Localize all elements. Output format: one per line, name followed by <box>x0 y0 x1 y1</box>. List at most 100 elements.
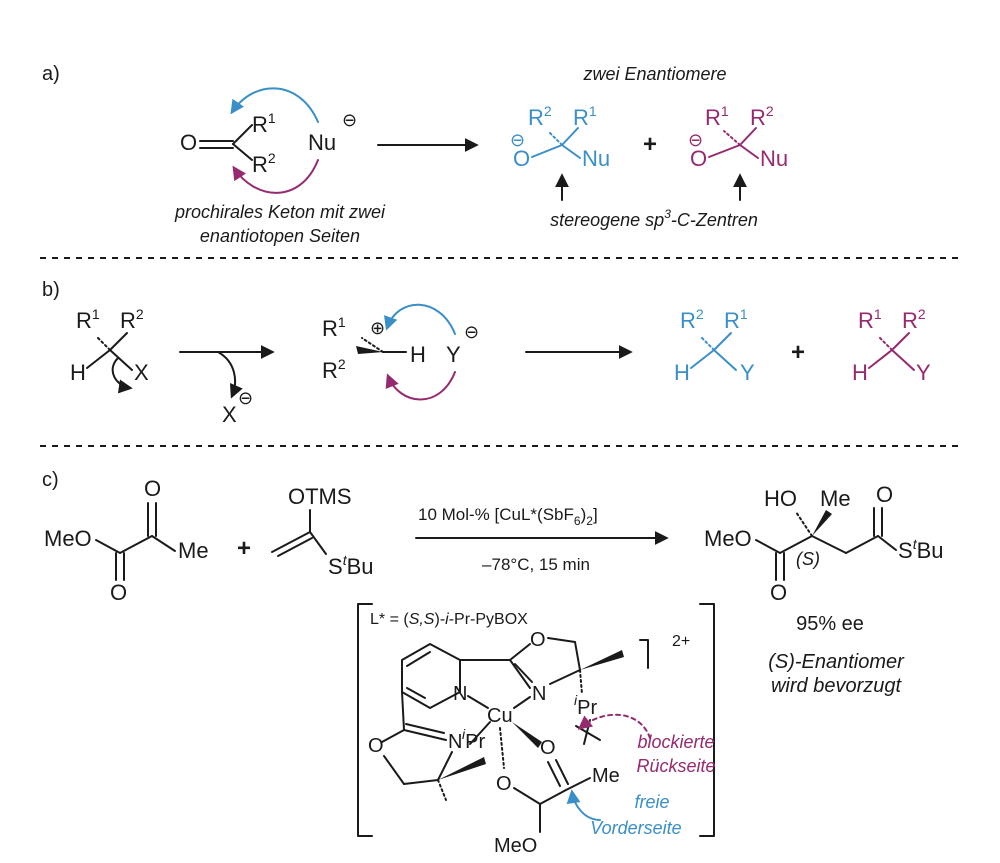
svg-text:R1: R1 <box>858 306 882 333</box>
blocked-face-arrow <box>577 713 651 739</box>
product-blue-enantiomer: R2 R1 ⊖ O Nu <box>510 103 610 171</box>
bottom-face-attack-arrow <box>232 159 319 194</box>
ketone-caption-line2: enantiotopen Seiten <box>200 226 360 246</box>
svg-text:Me: Me <box>592 765 620 787</box>
panel-a-label: a) <box>42 63 60 85</box>
leaving-group-arrow <box>217 351 243 399</box>
conditions-temperature-time: –78°C, 15 min <box>482 555 590 574</box>
svg-text:Me: Me <box>178 538 209 563</box>
product-b-blue: R2 R1 H Y <box>674 306 755 385</box>
svg-text:O: O <box>690 146 707 171</box>
svg-text:R2: R2 <box>902 306 926 333</box>
svg-text:O: O <box>368 735 384 757</box>
svg-text:O: O <box>876 482 893 507</box>
svg-text:O: O <box>144 476 161 501</box>
catalyst-complex: 2+ L* = (S,S)-i-Pr-PyBOX N O N iPr Cu <box>357 603 716 857</box>
svg-text:Me: Me <box>820 486 851 511</box>
svg-text:H: H <box>410 342 426 367</box>
top-face-attack-arrow <box>230 87 319 123</box>
result-line1: (S)-Enantiomer <box>768 651 905 673</box>
svg-text:O: O <box>540 737 556 759</box>
prochiral-ketone: O R1 R2 <box>180 110 276 177</box>
ketone-r1: R1 <box>252 110 276 137</box>
svg-text:Nu: Nu <box>582 146 610 171</box>
svg-text:(S): (S) <box>796 549 820 569</box>
conditions-catalyst: 10 Mol-% [CuL*(SbF6)2] <box>418 505 598 528</box>
svg-text:H: H <box>70 360 86 385</box>
svg-text:Y: Y <box>740 360 755 385</box>
panel-c-label: c) <box>42 469 59 491</box>
svg-text:iPr: iPr <box>574 692 597 719</box>
svg-text:R1: R1 <box>573 103 597 130</box>
complex-charge: 2+ <box>672 633 690 650</box>
svg-text:H: H <box>852 360 868 385</box>
svg-text:OTMS: OTMS <box>288 484 352 509</box>
svg-text:⊖: ⊖ <box>464 322 479 342</box>
nucleophile-y: Y ⊖ <box>446 322 479 367</box>
ketone-caption-line1: prochirales Keton mit zwei <box>174 202 386 222</box>
methyl-pyruvate: MeO O O Me <box>44 476 209 605</box>
svg-text:O: O <box>530 629 546 651</box>
svg-text:R2: R2 <box>750 103 774 130</box>
svg-text:R1: R1 <box>76 306 100 333</box>
svg-text:N: N <box>532 683 546 705</box>
bottom-face-attack-arrow-b <box>385 371 456 401</box>
svg-text:⊖: ⊖ <box>510 130 525 150</box>
panel-c: c) MeO O O Me + OTMS StBu 10 Mol-% [CuL* <box>42 469 944 857</box>
svg-text:O: O <box>110 580 127 605</box>
svg-text:Nu: Nu <box>760 146 788 171</box>
carbocation: R1 R2 ⊕ H <box>322 314 426 383</box>
blocked-face-line1: blockierte <box>637 732 714 752</box>
svg-text:R1: R1 <box>705 103 729 130</box>
svg-text:N: N <box>448 731 462 753</box>
nucleophile: Nu ⊖ <box>308 110 357 155</box>
svg-text:H: H <box>674 360 690 385</box>
svg-text:O: O <box>770 580 787 605</box>
blocked-face-line2: Rückseite <box>636 756 715 776</box>
panel-b: b) R1 R2 H X X ⊖ R1 R2 ⊕ H Y <box>42 279 931 427</box>
leaving-group-charge: ⊖ <box>238 388 253 408</box>
svg-text:N: N <box>453 683 467 705</box>
svg-text:HO: HO <box>764 486 797 511</box>
product-purple-enantiomer: R1 R2 ⊖ O Nu <box>688 103 788 171</box>
free-face-arrow <box>566 789 601 821</box>
svg-text:Y: Y <box>446 342 461 367</box>
reactants-plus: + <box>237 535 251 562</box>
svg-text:X: X <box>134 360 149 385</box>
result-line2: wird bevorzugt <box>771 675 903 697</box>
bracket-right <box>699 603 715 837</box>
nucleophile-label: Nu <box>308 130 336 155</box>
svg-text:R2: R2 <box>528 103 552 130</box>
svg-text:StBu: StBu <box>898 536 944 563</box>
products-b-plus: + <box>791 339 805 366</box>
panel-a: a) O R1 R2 Nu ⊖ prochirales Keton mit zw… <box>42 63 788 246</box>
products-plus: + <box>643 131 657 158</box>
svg-text:iPr: iPr <box>462 726 485 753</box>
svg-text:R2: R2 <box>322 356 346 383</box>
ketone-oxygen: O <box>180 130 197 155</box>
copper-center: Cu <box>487 705 513 727</box>
stereocenter-caption: stereogene sp3-C-Zentren <box>550 207 758 230</box>
silyl-ketene-acetal: OTMS StBu <box>271 484 374 579</box>
svg-text:R2: R2 <box>120 306 144 333</box>
top-face-attack-arrow-b <box>384 303 456 335</box>
ligand-definition: L* = (S,S)-i-Pr-PyBOX <box>370 611 528 628</box>
svg-text:StBu: StBu <box>328 552 374 579</box>
svg-text:⊕: ⊕ <box>370 318 385 338</box>
leaving-group: X <box>222 402 237 427</box>
svg-text:O: O <box>513 146 530 171</box>
svg-text:R1: R1 <box>322 314 346 341</box>
product-b-purple: R1 R2 H Y <box>852 306 931 385</box>
svg-text:⊖: ⊖ <box>688 130 703 150</box>
svg-text:MeO: MeO <box>44 526 92 551</box>
free-face-line2: Vorderseite <box>590 818 681 838</box>
svg-text:MeO: MeO <box>494 835 537 857</box>
svg-text:Y: Y <box>916 360 931 385</box>
enantiomeric-excess: 95% ee <box>796 613 864 635</box>
svg-text:O: O <box>496 773 512 795</box>
bracket-left <box>357 603 373 837</box>
aldol-product: HO Me O MeO O (S) StBu <box>704 482 944 605</box>
free-face-line1: freie <box>634 792 669 812</box>
svg-text:R1: R1 <box>724 306 748 333</box>
